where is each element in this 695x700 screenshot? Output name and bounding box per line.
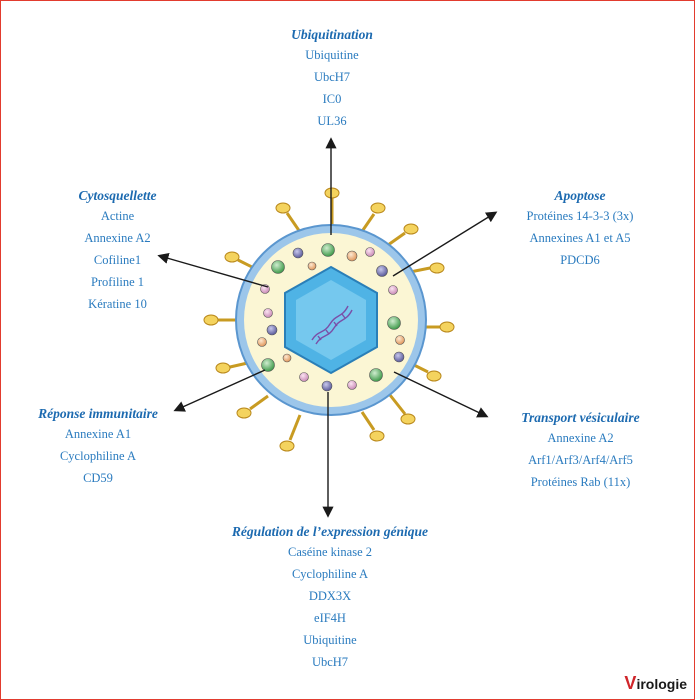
group-item: Annexine A2 xyxy=(84,231,151,245)
group-item: Arf1/Arf3/Arf4/Arf5 xyxy=(528,453,633,467)
arrows xyxy=(157,137,498,518)
group-item: UL36 xyxy=(317,114,347,128)
group-item: Cyclophiline A xyxy=(291,567,369,581)
group-item: Ubiquitine xyxy=(303,633,357,647)
group-title: Ubiquitination xyxy=(291,27,373,42)
group-item: Annexine A2 xyxy=(547,431,614,445)
group-item: UbcH7 xyxy=(311,655,349,669)
group-cytosquelette: Cytosquellette Actine Annexine A2 Cofili… xyxy=(50,187,185,315)
group-item: eIF4H xyxy=(314,611,346,625)
group-apoptose: Apoptose Protéines 14-3-3 (3x) Annexines… xyxy=(500,187,660,271)
group-item: CD59 xyxy=(83,471,113,485)
group-item: Ubiquitine xyxy=(305,48,359,62)
group-reponse-immunitaire: Réponse immunitaire Annexine A1 Cyclophi… xyxy=(18,405,178,489)
group-title: Cytosquellette xyxy=(78,188,157,203)
group-item: Protéines Rab (11x) xyxy=(530,475,631,489)
group-item: Kératine 10 xyxy=(88,297,147,311)
group-item: Annexines A1 et A5 xyxy=(529,231,631,245)
group-item: Actine xyxy=(100,209,135,223)
group-item: Annexine A1 xyxy=(64,427,132,441)
logo-text: irologie xyxy=(636,676,687,692)
glycoprotein-spikes xyxy=(203,187,455,452)
group-item: PDCD6 xyxy=(560,253,600,267)
group-item: Cyclophiline A xyxy=(59,449,137,463)
group-item: Protéines 14-3-3 (3x) xyxy=(526,209,634,223)
group-title: Régulation de l’expression génique xyxy=(231,524,429,539)
group-title: Réponse immunitaire xyxy=(38,406,158,421)
group-item: DDX3X xyxy=(308,589,352,603)
group-item: IC0 xyxy=(322,92,342,106)
group-transport-vesiculaire: Transport vésiculaire Annexine A2 Arf1/A… xyxy=(488,409,673,493)
group-title: Apoptose xyxy=(554,188,606,203)
dna-helix-icon xyxy=(311,305,353,345)
group-item: Profiline 1 xyxy=(90,275,145,289)
group-ubiquitination: Ubiquitination Ubiquitine UbcH7 IC0 UL36 xyxy=(252,26,412,132)
tegument-proteins xyxy=(257,243,405,392)
group-item: UbcH7 xyxy=(313,70,351,84)
group-item: Caséine kinase 2 xyxy=(287,545,372,559)
virologie-logo: Virologie xyxy=(624,673,687,694)
group-regulation-expression: Régulation de l’expression génique Caséi… xyxy=(205,523,455,673)
logo-initial: V xyxy=(624,673,637,693)
group-title: Transport vésiculaire xyxy=(521,410,640,425)
group-item: Cofiline1 xyxy=(93,253,142,267)
